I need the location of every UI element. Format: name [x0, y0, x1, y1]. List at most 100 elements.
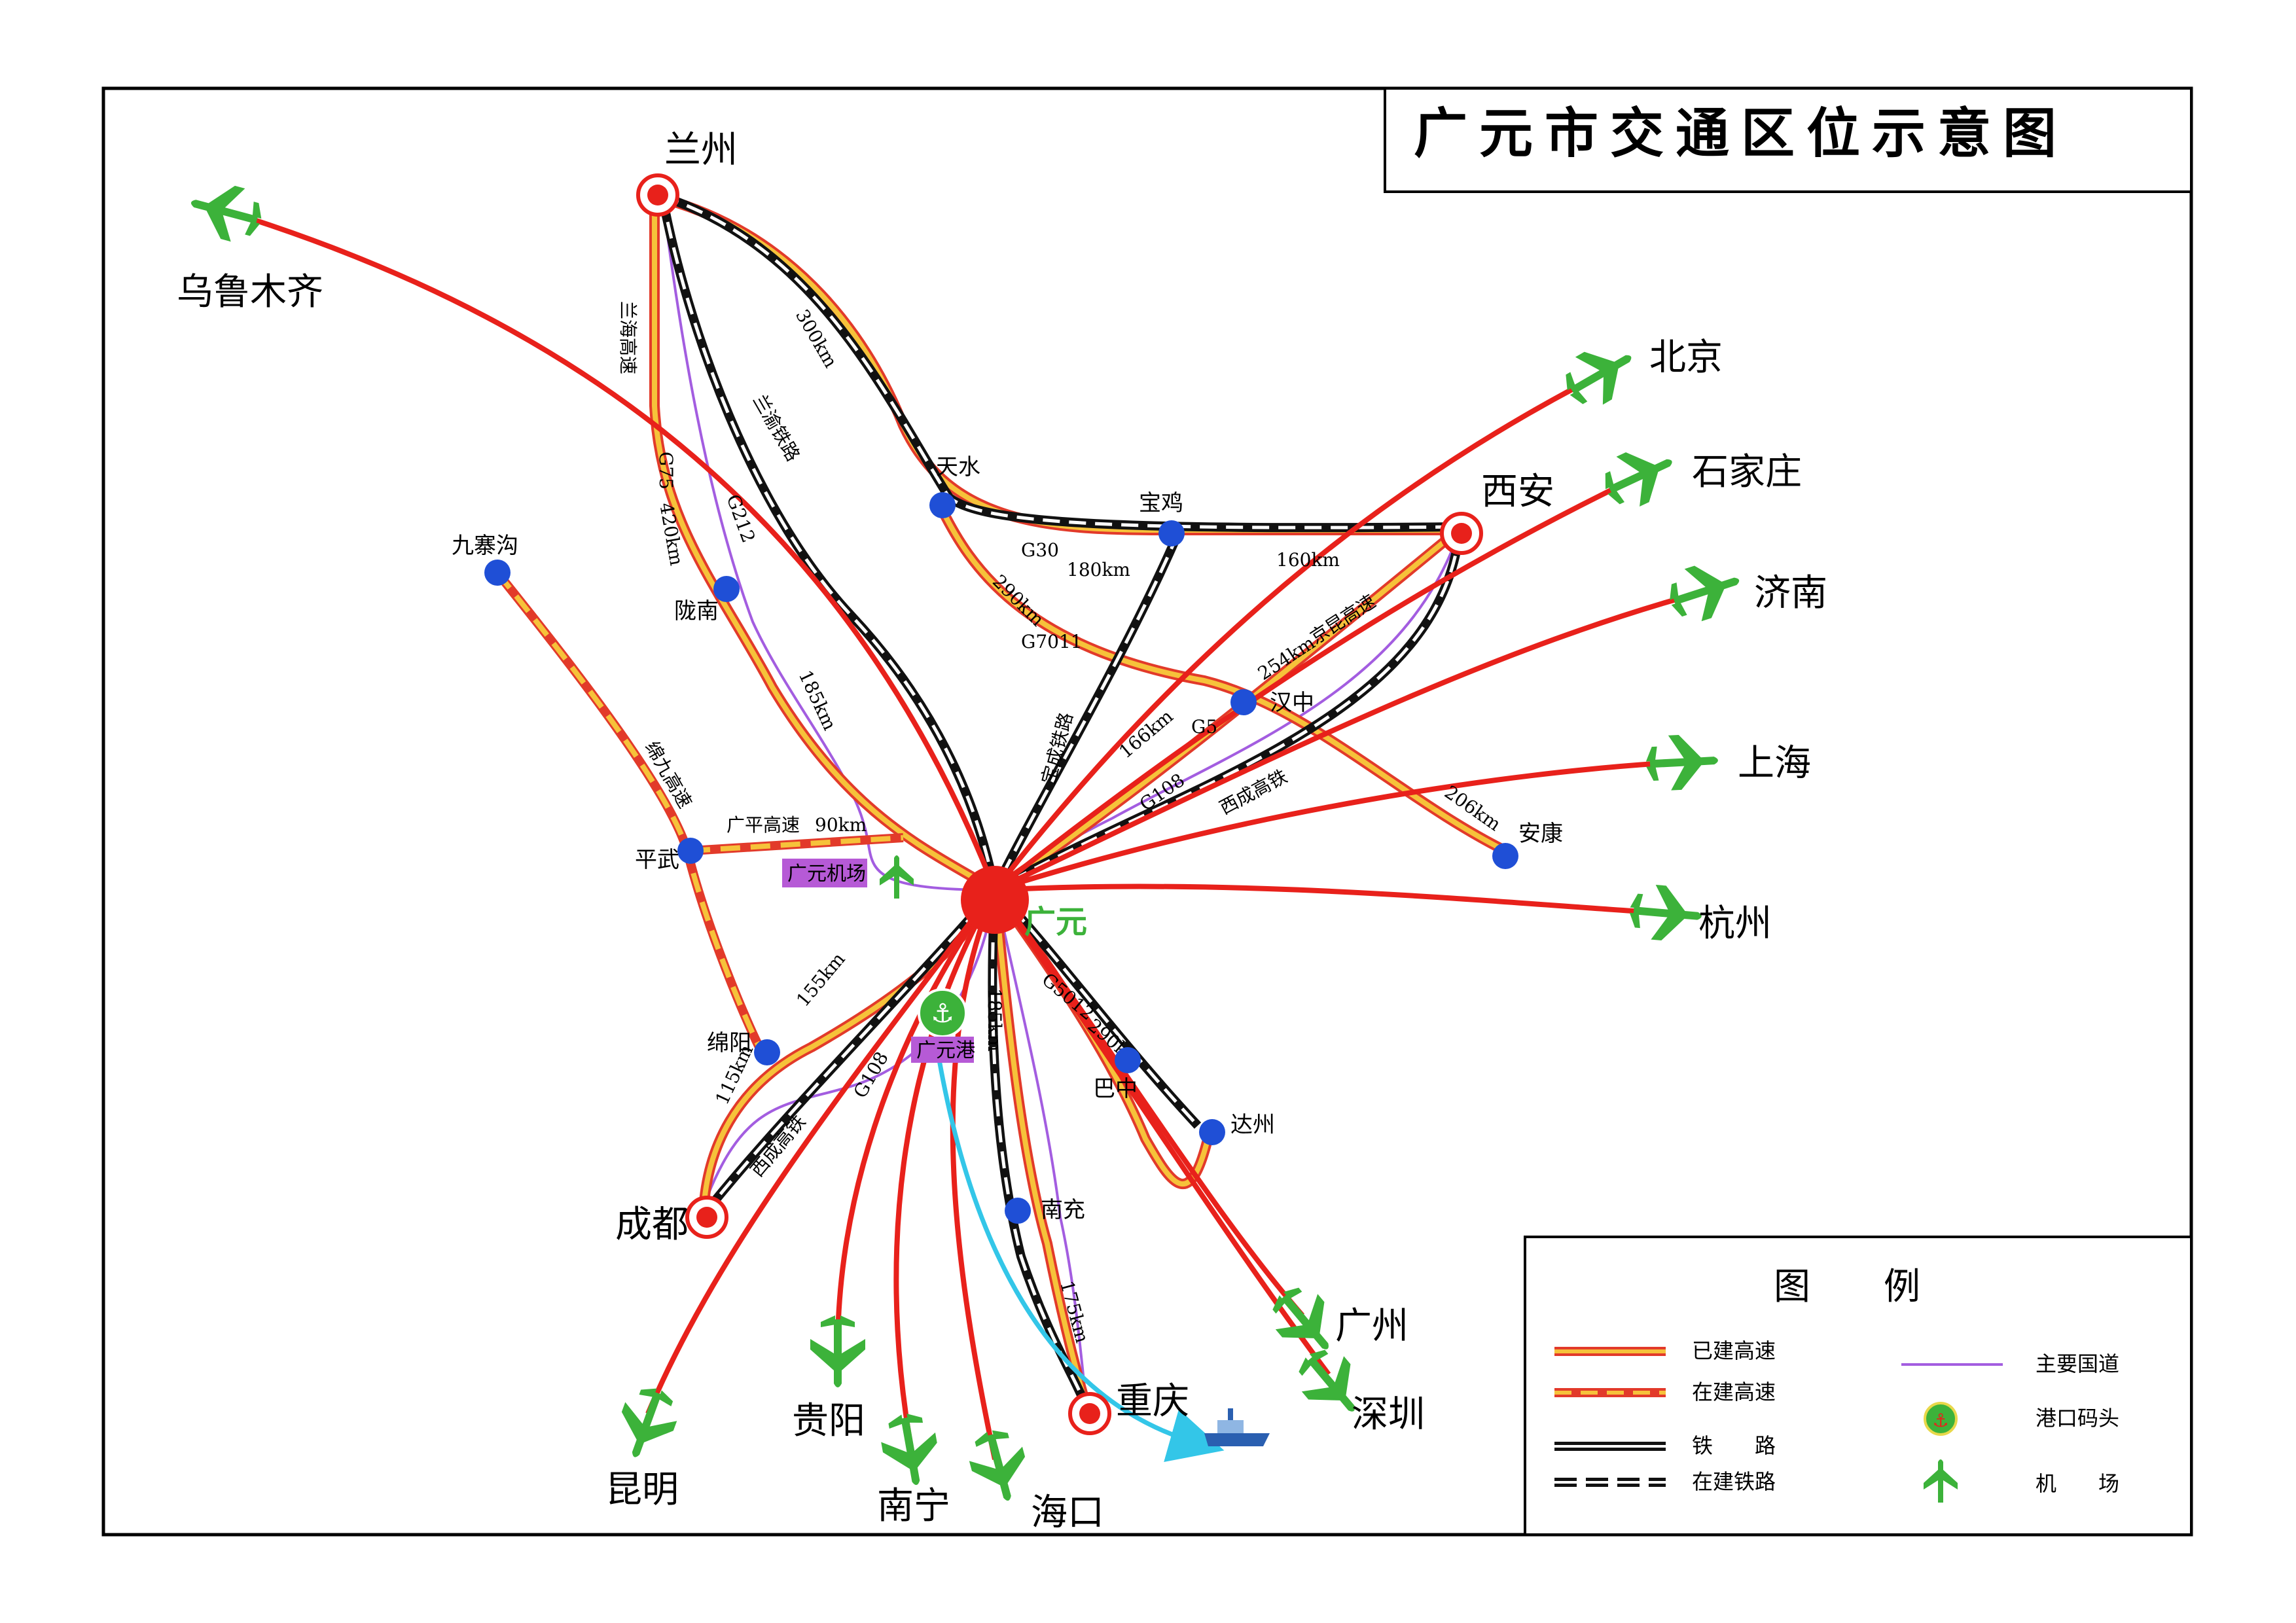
town-hanzhong: 汉中: [1230, 689, 1314, 716]
road-label-lanhai: 兰海高速: [617, 301, 639, 374]
svg-text:深圳: 深圳: [1352, 1393, 1425, 1436]
svg-text:昆明: 昆明: [605, 1469, 679, 1511]
svg-text:贵阳: 贵阳: [792, 1400, 865, 1442]
svg-text:乌鲁木齐: 乌鲁木齐: [177, 271, 323, 313]
town-longnan: 陇南: [674, 576, 740, 624]
town-mianyang: 绵阳: [707, 1030, 780, 1065]
svg-text:巴中: 巴中: [1093, 1076, 1138, 1102]
svg-text:成都: 成都: [615, 1204, 689, 1246]
town-dazhou: 达州: [1199, 1112, 1275, 1145]
guangyuan-center: 广元: [961, 866, 1087, 940]
legend-airport: 机 场: [1924, 1459, 2119, 1503]
water-route: [933, 1040, 1225, 1462]
svg-text:港口码头: 港口码头: [2036, 1406, 2119, 1431]
town-ankang: 安康: [1492, 821, 1563, 869]
title-box: 广元市交通区位示意图: [1384, 87, 2193, 193]
svg-text:海口: 海口: [1031, 1491, 1104, 1534]
road-label-180km: 180km: [1067, 559, 1130, 580]
svg-text:广元机场: 广元机场: [787, 863, 866, 885]
map-title: 广元市交通区位示意图: [1414, 103, 2068, 165]
anchor-icon: ⚓: [931, 999, 954, 1029]
svg-text:济南: 济南: [1754, 572, 1827, 615]
legend-title: 图 例: [1774, 1266, 1920, 1308]
legend-expressway-built: 已建高速: [1554, 1338, 1776, 1363]
road-label-g7011-north: G7011: [1021, 631, 1083, 652]
road-label-90km: 90km: [815, 814, 867, 836]
airport-guiyang: 贵阳: [792, 1315, 865, 1442]
svg-text:重庆: 重庆: [1116, 1380, 1189, 1423]
svg-text:陇南: 陇南: [674, 598, 719, 624]
svg-text:上海: 上海: [1738, 742, 1811, 785]
svg-text:北京: 北京: [1649, 336, 1723, 379]
svg-text:机 场: 机 场: [2036, 1471, 2119, 1496]
svg-text:在建铁路: 在建铁路: [1692, 1469, 1776, 1494]
guangyuan-port: ⚓ 广元港: [911, 988, 975, 1063]
svg-text:天水: 天水: [936, 454, 980, 480]
national-roads: [661, 196, 1461, 1408]
svg-text:主要国道: 主要国道: [2036, 1351, 2119, 1376]
svg-text:南充: 南充: [1041, 1197, 1085, 1223]
svg-text:宝鸡: 宝鸡: [1139, 490, 1183, 516]
road-label-185km-south: 185km: [984, 988, 1005, 1052]
road-label-160km: 160km: [1276, 549, 1340, 571]
svg-text:汉中: 汉中: [1270, 690, 1314, 716]
airport-beijing: 北京: [1554, 332, 1723, 417]
guangyuan-airport: 广元机场: [782, 855, 914, 899]
airport-urumqi: 乌鲁木齐: [177, 175, 323, 313]
airport-guangzhou: 广州: [1260, 1275, 1408, 1366]
hub-xian: 西安: [1440, 471, 1554, 555]
town-nanchong: 南充: [1005, 1197, 1085, 1224]
road-label-g5-north: G5: [1191, 716, 1217, 738]
svg-text:杭州: 杭州: [1698, 902, 1772, 945]
svg-text:南宁: 南宁: [877, 1485, 950, 1527]
town-baoji: 宝鸡: [1139, 490, 1185, 546]
legend-national-road: 主要国道: [1901, 1351, 2119, 1376]
svg-text:兰州: 兰州: [664, 129, 738, 171]
road-label-g75-north: G75: [655, 452, 677, 490]
road-label-guangping: 广平高速: [726, 814, 800, 836]
hub-lanzhou: 兰州: [636, 129, 738, 217]
airport-shenzhen: 深圳: [1286, 1338, 1425, 1436]
svg-text:西安: 西安: [1481, 471, 1554, 513]
hub-chongqing: 重庆: [1068, 1380, 1189, 1435]
svg-text:广州: 广州: [1335, 1305, 1408, 1347]
road-label-g30: G30: [1021, 539, 1059, 561]
hub-cities: 兰州 西安 成都 重庆: [615, 129, 1554, 1435]
anchor-icon: [1924, 1402, 1958, 1436]
town-tianshui: 天水: [929, 454, 980, 518]
hub-chengdu: 成都: [615, 1196, 728, 1246]
svg-text:安康: 安康: [1518, 821, 1563, 847]
airport-shanghai: 上海: [1644, 732, 1811, 792]
legend: 图 例 已建高速 在建高速 铁 路 在建铁路 主要国道: [1524, 1236, 2193, 1536]
svg-text:平武: 平武: [635, 847, 679, 873]
center-label: 广元: [1024, 904, 1087, 940]
svg-text:⚓: ⚓: [1932, 1410, 1948, 1431]
airport-nanning: 南宁: [876, 1409, 950, 1527]
town-pingwu: 平武: [635, 838, 704, 873]
airport-jinan: 济南: [1662, 554, 1827, 629]
svg-text:绵阳: 绵阳: [707, 1030, 751, 1056]
expressways-building: [493, 569, 904, 1050]
legend-expressway-building: 在建高速: [1554, 1380, 1776, 1404]
airport-kunming: 昆明: [605, 1380, 685, 1511]
air-routes: [241, 213, 1703, 1460]
svg-text:铁 路: 铁 路: [1692, 1433, 1776, 1458]
svg-text:石家庄: 石家庄: [1692, 451, 1802, 493]
town-jiuzhaigou: 九寨沟: [452, 533, 518, 586]
airport-shijiazhuang: 石家庄: [1594, 436, 1802, 517]
legend-port: ⚓ 港口码头: [1924, 1402, 2119, 1436]
airport-cities: 乌鲁木齐 北京 石家庄 济南 上海 杭州 广州 深圳 海口 南宁 贵阳 昆明: [177, 175, 1827, 1534]
svg-text:九寨沟: 九寨沟: [452, 533, 518, 559]
towns: 九寨沟 天水 宝鸡 陇南 汉中 安康 平武 绵阳 巴中 达州 南充: [452, 454, 1563, 1224]
town-bazhong: 巴中: [1093, 1047, 1141, 1102]
airport-hangzhou: 杭州: [1627, 882, 1772, 945]
ship-icon: [1204, 1408, 1270, 1446]
svg-text:已建高速: 已建高速: [1692, 1338, 1776, 1363]
svg-text:广元港: 广元港: [916, 1039, 975, 1062]
svg-text:达州: 达州: [1230, 1112, 1275, 1138]
airport-haikou: 海口: [963, 1423, 1104, 1534]
svg-text:在建高速: 在建高速: [1692, 1380, 1776, 1404]
legend-railway: 铁 路: [1554, 1433, 1776, 1458]
legend-railway-building: 在建铁路: [1554, 1469, 1776, 1494]
